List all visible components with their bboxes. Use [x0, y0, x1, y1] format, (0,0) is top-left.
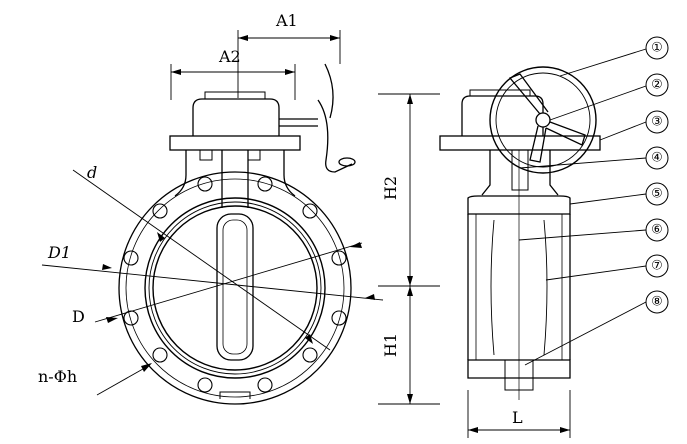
callout-5: ⑤	[651, 187, 663, 202]
label-a2: A2	[218, 47, 241, 66]
label-a1: A1	[275, 11, 298, 30]
neck-left	[174, 150, 187, 197]
label-d1: D1	[47, 243, 71, 262]
body-top	[467, 195, 571, 215]
callout-3: ③	[651, 115, 663, 130]
callout-7: ⑦	[651, 259, 663, 274]
side-gearbox	[461, 95, 544, 136]
neck-right	[283, 150, 296, 197]
callout-1: ①	[651, 41, 663, 56]
callout-6: ⑥	[651, 223, 663, 238]
handwheel-edge	[317, 99, 353, 173]
seat-outer	[144, 197, 326, 379]
front-view	[118, 63, 356, 405]
front-dimension-lines	[41, 30, 384, 396]
seat-inner	[152, 205, 318, 371]
label-l: L	[512, 408, 523, 427]
body-bottom	[467, 359, 571, 379]
flange-outline	[118, 171, 352, 405]
disc	[216, 213, 254, 361]
callout-leaders	[518, 48, 647, 366]
handwheel	[489, 66, 597, 174]
label-holes: n-Φh	[38, 367, 77, 386]
callout-2: ②	[651, 78, 663, 93]
callout-8: ⑧	[651, 295, 663, 310]
side-dimension-lines	[378, 93, 571, 438]
callout-4: ④	[651, 151, 663, 166]
top-plate	[169, 135, 301, 151]
label-d-small: d	[87, 163, 97, 182]
gearbox	[192, 98, 280, 136]
arrowheads	[102, 35, 375, 372]
body-sides	[467, 214, 571, 360]
label-h2: H2	[381, 176, 400, 200]
label-h1: H1	[381, 333, 400, 357]
label-d: D	[72, 307, 85, 326]
callout-circles	[645, 36, 669, 314]
side-top-plate	[439, 135, 601, 151]
side-view	[439, 66, 601, 400]
